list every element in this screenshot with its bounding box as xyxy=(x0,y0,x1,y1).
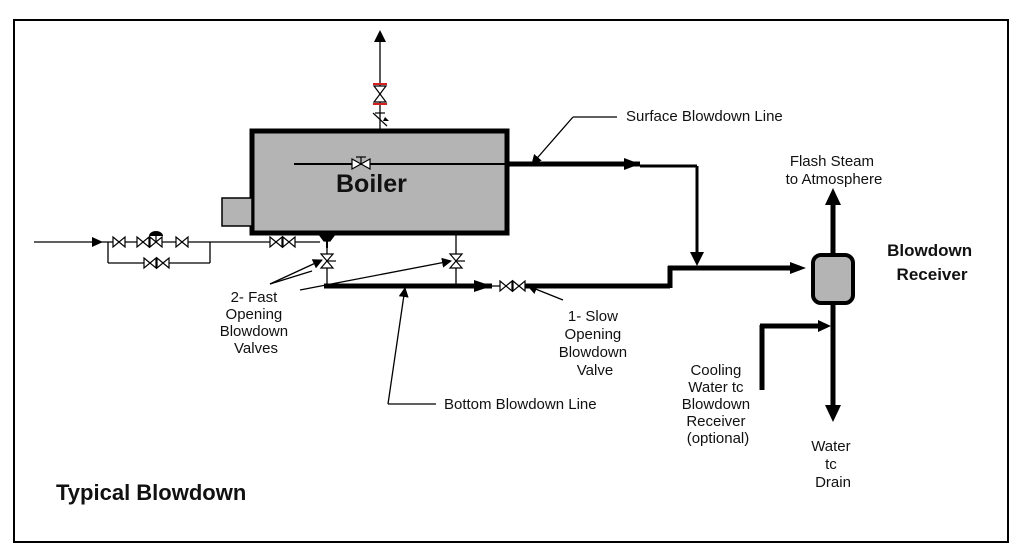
water-drain-label: Water tc Drain xyxy=(811,438,855,491)
leader-lines xyxy=(269,116,617,405)
bottom-blowdown-line xyxy=(319,233,806,293)
diagram-title: Typical Blowdown xyxy=(56,480,246,505)
blowdown-receiver xyxy=(759,188,855,422)
flash-steam-label: Flash Steam to Atmosphere xyxy=(786,153,883,188)
slow-valve-label: 1- Slow Opening Blowdown Valve xyxy=(559,308,632,379)
bottom-blowdown-line-label: Bottom Blowdown Line xyxy=(444,396,597,413)
cooling-water-label: Cooling Water tc Blowdown Receiver (opti… xyxy=(682,362,755,447)
fast-valves-label: 2- Fast Opening Blowdown Valves xyxy=(220,289,293,357)
feedwater-inlet-line xyxy=(34,231,338,270)
boiler: Boiler xyxy=(221,128,510,236)
boiler-label: Boiler xyxy=(336,170,407,198)
burner-box xyxy=(221,197,253,227)
surface-blowdown-line xyxy=(294,156,704,266)
steam-outlet-line xyxy=(372,30,389,130)
blowdown-receiver-label: Blowdown Receiver xyxy=(887,241,977,284)
surface-blowdown-line-label: Surface Blowdown Line xyxy=(626,108,783,125)
diagram-frame xyxy=(13,19,1009,543)
